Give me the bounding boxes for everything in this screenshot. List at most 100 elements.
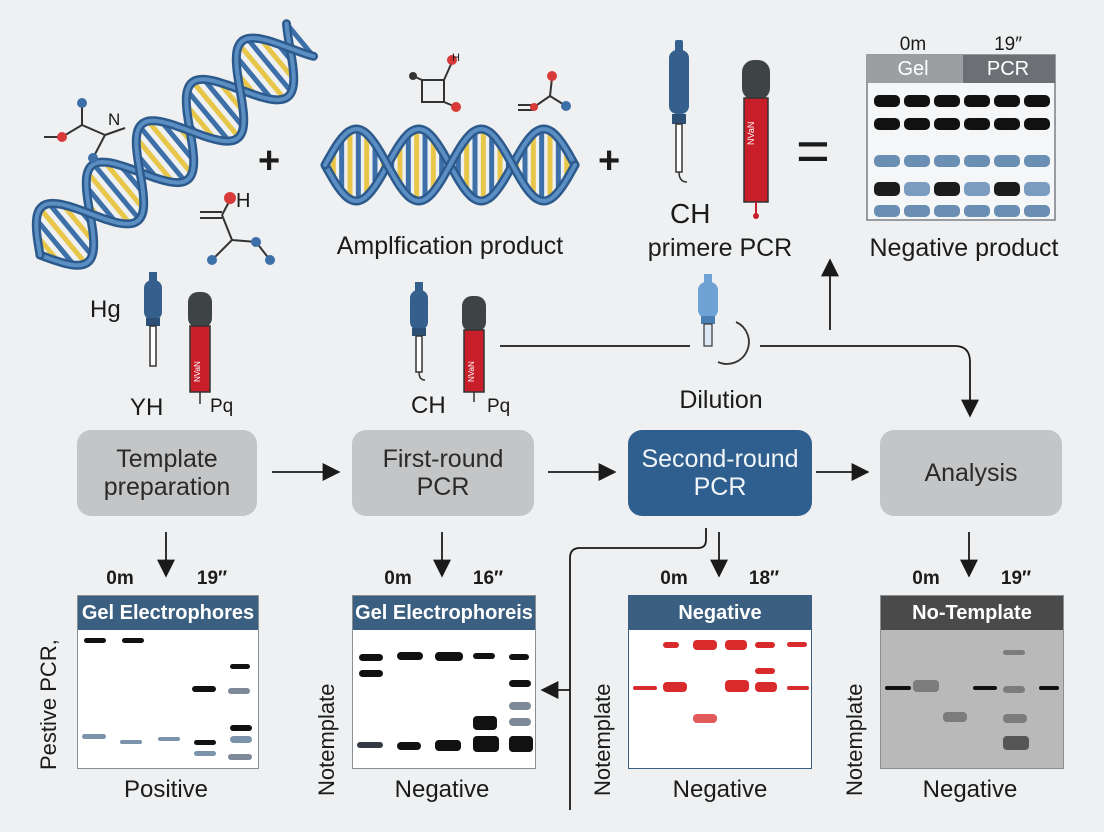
gel-band — [663, 682, 687, 692]
plus-sign-1: + — [258, 140, 281, 182]
gel-3-side-label: Notemplate — [590, 683, 615, 796]
gel-band — [473, 716, 497, 730]
stage-label-line2: PCR — [416, 473, 470, 501]
yh-label: YH — [130, 394, 164, 421]
hg-label: Hg — [90, 296, 121, 323]
molecule-icon-4 — [518, 71, 571, 111]
gel-1-caption: Positive — [123, 776, 209, 803]
gel-2-bands — [353, 630, 535, 768]
gel-band — [725, 680, 749, 692]
gel-band — [397, 652, 423, 660]
negative-product-label: Negative product — [869, 234, 1059, 262]
pq-label-1: Pq — [210, 396, 234, 417]
gel-band — [194, 751, 216, 756]
gel-band — [725, 640, 747, 650]
gel-3-bands — [629, 630, 811, 768]
stage-label-line1: First-round — [382, 445, 504, 473]
gel-band — [397, 742, 421, 750]
flow-connectors — [157, 258, 979, 810]
gel-4-bands — [881, 630, 1063, 768]
gel-2-time-right: 16″ — [472, 568, 504, 589]
gel-2-title: Gel Electrophoreis — [353, 596, 535, 630]
equals-sign: = — [796, 119, 830, 184]
gel-band — [973, 686, 997, 690]
molecule-label-h-small: H — [452, 52, 460, 64]
top-gel-time-right: 19″ — [994, 34, 1022, 55]
gel-band — [228, 688, 250, 694]
tube-red-icon — [462, 296, 486, 402]
amplification-product-label: Amplfication product — [336, 232, 564, 260]
gel-3-caption: Negative — [672, 776, 768, 803]
gel-band — [230, 664, 250, 669]
gel-panel-analysis: No-Template — [880, 595, 1064, 769]
gel-band — [1003, 686, 1025, 693]
tube-red-icon — [742, 60, 770, 219]
gel-band — [158, 737, 180, 741]
gel-1-time-left: 0m — [106, 568, 134, 589]
pipette-blue-icon — [144, 272, 162, 367]
gel-panel-second-round: Negative — [628, 595, 812, 769]
gel-1-time-right: 19″ — [196, 568, 228, 589]
gel-band — [120, 740, 142, 744]
gel-2-side-label: Notemplate — [314, 683, 339, 796]
gel-band — [473, 736, 499, 752]
gel-3-time-left: 0m — [660, 568, 688, 589]
tube-text-mid-1: NVaN — [193, 361, 202, 382]
dilution-pipette-icon — [698, 274, 750, 365]
gel-2-caption: Negative — [394, 776, 490, 803]
tube-text-mid-2: NVaN — [467, 361, 476, 382]
gel-band — [693, 714, 717, 723]
gel-band — [1003, 650, 1025, 655]
gel-band — [1003, 736, 1029, 750]
gel-4-time-left: 0m — [912, 568, 940, 589]
top-gel-header-right: PCR — [986, 58, 1030, 80]
stage-label-line2: PCR — [693, 473, 747, 501]
primer-pcr-label: primere PCR — [647, 234, 793, 262]
pipette-blue-icon — [669, 40, 689, 183]
molecule-icon-3 — [409, 55, 461, 112]
gel-band — [913, 680, 939, 692]
gel-band — [230, 725, 252, 731]
gel-1-title: Gel Electrophores — [78, 596, 258, 630]
gel-4-time-right: 19″ — [1000, 568, 1032, 589]
gel-band — [509, 718, 531, 726]
tube-text-top: NVaN — [746, 121, 756, 145]
gel-band — [755, 668, 775, 674]
gel-band — [84, 638, 106, 643]
top-gel-time-left: 0m — [899, 34, 927, 55]
top-gel-image — [866, 54, 1056, 221]
gel-band — [787, 642, 807, 647]
gel-band — [943, 712, 967, 722]
gel-1-bands — [78, 630, 258, 768]
gel-band — [359, 654, 383, 661]
gel-band — [435, 652, 463, 661]
gel-band — [194, 740, 216, 745]
plus-sign-2: + — [598, 140, 621, 182]
gel-band — [885, 686, 911, 690]
dna-helix-middle-icon — [320, 124, 580, 206]
stage-label-line1: Analysis — [924, 459, 1018, 487]
stage-label-line1: Template — [116, 445, 218, 473]
gel-band — [357, 742, 383, 748]
pq-label-2: Pq — [487, 396, 511, 417]
gel-1-side-label: Pestive PCR, — [36, 639, 61, 770]
gel-band — [693, 640, 717, 650]
gel-band — [633, 686, 657, 690]
gel-band — [509, 736, 533, 752]
stage-label-line2: preparation — [103, 473, 231, 501]
ch-label-middle: CH — [411, 392, 446, 419]
molecule-label-n: N — [108, 110, 121, 129]
gel-band — [192, 686, 216, 692]
gel-band — [755, 682, 777, 692]
gel-4-caption: Negative — [922, 776, 1018, 803]
pipette-blue-icon — [410, 282, 428, 381]
gel-4-title: No-Template — [881, 596, 1063, 630]
gel-band — [663, 642, 679, 648]
gel-band — [1039, 686, 1059, 690]
gel-band — [228, 754, 252, 760]
gel-band — [122, 638, 144, 643]
gel-band — [359, 670, 383, 677]
gel-panel-first-round: Gel Electrophoreis — [352, 595, 536, 769]
